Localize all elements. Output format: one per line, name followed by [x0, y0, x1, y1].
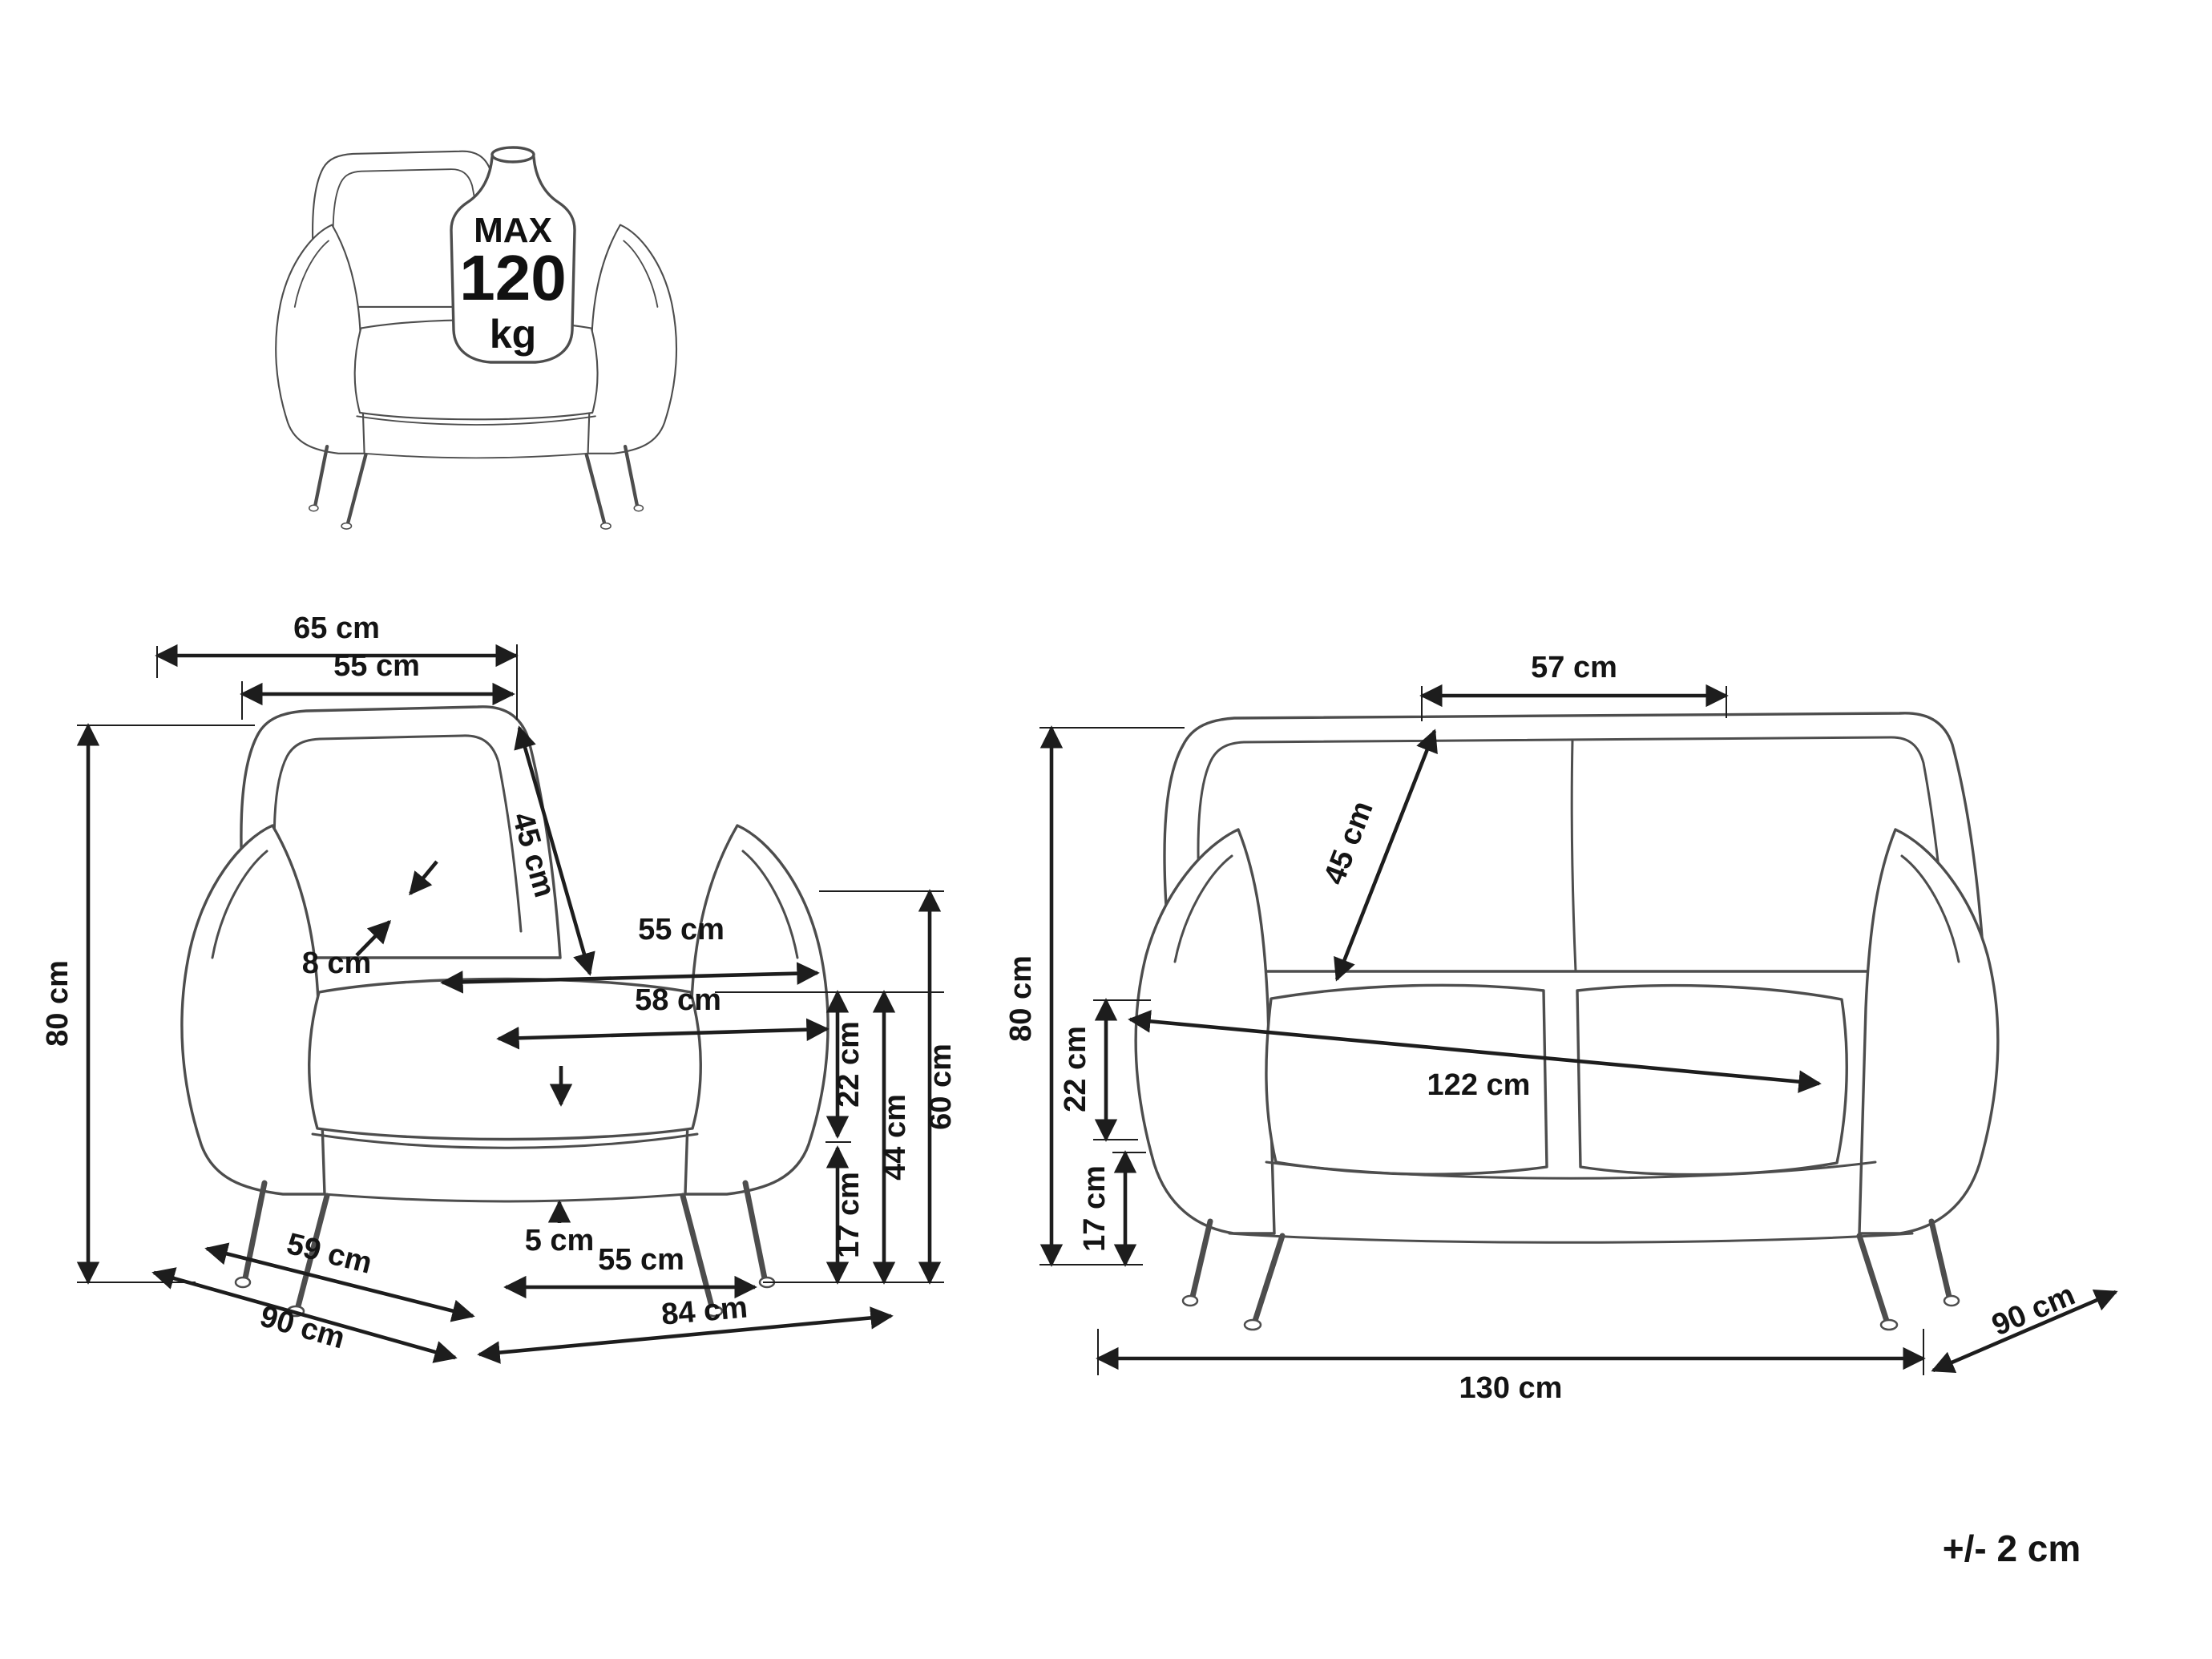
armchair-dim-armrest-thickness: 8 cm — [302, 860, 438, 980]
sofa-right-seat-cushion — [1576, 983, 1848, 1177]
armchair-dim-base-width: 55 cm — [503, 1243, 757, 1299]
armchair-dim-seat-width-inner: 55 cm — [440, 913, 820, 994]
sofa-dim-width-total: 130 cm — [1096, 1346, 1926, 1405]
armchair-dim-seat-width-front-label: 58 cm — [635, 983, 721, 1017]
sofa-back-left-foot — [1181, 1294, 1199, 1307]
armchair-dim-leg-height-label: 17 cm — [832, 1172, 866, 1258]
sofa-dim-back-cushion-width: 57 cm — [1419, 651, 1729, 708]
dimension-line — [496, 1018, 830, 1050]
sofa-dim-height-total: 80 cm — [1004, 725, 1064, 1267]
armchair-dim-width-total: 84 cm — [477, 1290, 894, 1364]
armchair-dim-height-total-label: 80 cm — [41, 960, 75, 1047]
sofa-dim-depth-total-label: 90 cm — [1988, 1278, 2081, 1343]
armchair-dim-seat-height: 44 cm — [872, 990, 912, 1285]
sofa-dim-depth-total: 90 cm — [1931, 1278, 2118, 1373]
sofa-front-right-foot — [1879, 1318, 1899, 1331]
sofa-front-left-foot — [1243, 1318, 1262, 1331]
sofa-back-right-foot — [1943, 1294, 1960, 1307]
armchair-dim-armrest-height: 60 cm — [918, 889, 958, 1285]
armchair-dim-clearance-label: 5 cm — [525, 1224, 595, 1257]
armchair-dim-seat-height-label: 44 cm — [878, 1094, 912, 1181]
sofa-front-right-leg — [1856, 1233, 1890, 1324]
armchair-dim-base-width-label: 55 cm — [598, 1243, 684, 1277]
armchair-dim-back-width-inner-label: 55 cm — [333, 649, 420, 683]
armchair-dim-width-total-label: 84 cm — [660, 1290, 749, 1331]
armchair-dim-seat-width-front: 58 cm — [496, 983, 830, 1050]
armchair-dim-clearance: 5 cm — [525, 1066, 595, 1257]
pointer-arrow — [355, 919, 391, 957]
sofa-back-cushion-line — [1197, 736, 1948, 949]
sofa-diagram: 57 cm 45 cm 80 cm 22 cm 17 cm 122 cm 130… — [1004, 651, 2118, 1405]
dimension-line — [1128, 1010, 1822, 1093]
sofa-back-cushion-divider — [1570, 739, 1577, 973]
sofa-dim-height-total-label: 80 cm — [1004, 955, 1038, 1042]
dimension-line — [151, 1267, 458, 1363]
armchair-dim-seat-width-inner-label: 55 cm — [638, 913, 725, 947]
armchair-dim-height-total: 80 cm — [41, 723, 100, 1285]
sofa-back-right-leg — [1928, 1218, 1952, 1300]
pointer-arrow — [409, 860, 438, 896]
sofa-dim-seat-width-label: 122 cm — [1427, 1068, 1531, 1102]
sofa-dim-seat-cushion-height: 22 cm — [1059, 998, 1118, 1142]
sofa-dim-width-total-label: 130 cm — [1459, 1371, 1563, 1405]
dimension-line — [477, 1306, 894, 1364]
armchair-dim-armrest-height-label: 60 cm — [924, 1043, 958, 1130]
weight-vase: MAX 120 kg — [450, 146, 576, 364]
armchair-dim-back-width-outer: 65 cm — [155, 612, 519, 668]
dimension-line — [440, 962, 820, 994]
armchair-dim-seat-cushion-height-label: 22 cm — [832, 1021, 866, 1108]
sofa-skirt-line — [1228, 1232, 1914, 1244]
vase-mouth — [490, 146, 535, 163]
tolerance-note: +/- 2 cm — [1943, 1528, 2081, 1569]
sofa-right-arm — [1858, 828, 2000, 1235]
dimension-line — [1931, 1290, 2118, 1373]
dimension-line — [514, 725, 595, 976]
armchair-dim-back-width-outer-label: 65 cm — [293, 612, 380, 645]
armchair-dim-leg-height: 17 cm — [825, 1145, 866, 1285]
sofa-drawing — [1134, 712, 2000, 1331]
dimension-line — [1334, 729, 1438, 982]
sofa-right-arm-crease — [1900, 854, 1960, 963]
armchair-dim-seat-cushion-height: 22 cm — [825, 990, 866, 1139]
armchair-drawing — [182, 707, 828, 1316]
armchair-dim-armrest-thickness-label: 8 cm — [302, 947, 372, 980]
sofa-dim-leg-height-label: 17 cm — [1078, 1165, 1112, 1252]
sofa-dim-seat-cushion-height-label: 22 cm — [1059, 1026, 1092, 1112]
weight-limit-figure: MAX 120 kg — [276, 146, 676, 529]
armchair-dim-back-width-inner: 55 cm — [240, 649, 515, 706]
sofa-dim-seat-width: 122 cm — [1128, 1010, 1822, 1102]
sofa-dim-back-cushion-width-label: 57 cm — [1531, 651, 1617, 684]
sofa-back-left-leg — [1189, 1218, 1213, 1300]
sofa-left-arm-crease — [1173, 854, 1233, 963]
sofa-front-left-leg — [1252, 1233, 1286, 1324]
weight-limit-max-label: MAX — [474, 211, 552, 250]
vase-outline — [450, 155, 576, 364]
sofa-dim-leg-height: 17 cm — [1078, 1150, 1137, 1267]
weight-limit-value: 120 — [459, 242, 566, 313]
armchair-diagram: 65 cm 55 cm 80 cm 45 cm 8 cm 55 cm 58 cm — [41, 612, 958, 1364]
sofa-under-cushion-line — [1265, 1160, 1877, 1180]
weight-limit-unit: kg — [490, 312, 536, 357]
